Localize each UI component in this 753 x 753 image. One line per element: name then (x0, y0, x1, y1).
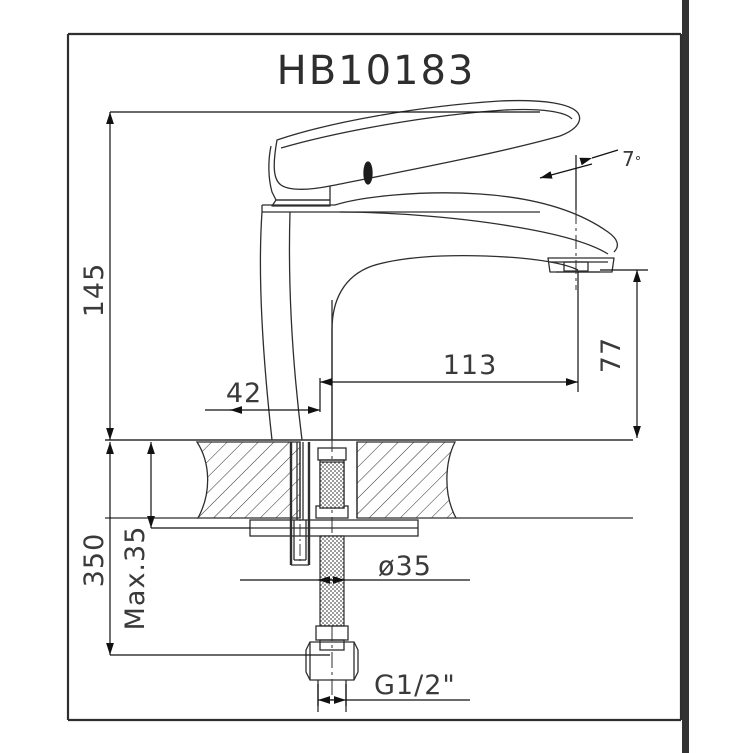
counter-slab-left (195, 441, 301, 519)
page-title: HB10183 (277, 48, 476, 94)
lever-handle (273, 99, 581, 190)
dimension-label-77: 77 (596, 337, 627, 373)
dimension-label-angle: 7° (622, 147, 641, 171)
dimension-spout-height (600, 269, 648, 438)
mounting-hardware (249, 442, 419, 712)
dimension-inlet-thread (317, 684, 470, 706)
dimension-hose-length (106, 442, 330, 656)
braided-hose (319, 461, 345, 627)
dimension-label-diameter35: ø35 (378, 551, 432, 582)
dimension-spout-reach (319, 272, 579, 412)
dimension-label-145: 145 (79, 263, 110, 318)
stud-bolt (289, 442, 311, 566)
hose-ferrule (315, 625, 349, 651)
dimension-label-g12: G1/2" (374, 670, 456, 701)
dimension-label-max35: Max.35 (120, 526, 151, 631)
handle-base (268, 145, 373, 207)
right-edge-bar (682, 0, 689, 753)
dimension-spout-angle (539, 149, 619, 210)
faucet-assembly (259, 99, 619, 700)
hex-nut (305, 641, 359, 681)
dimension-label-350: 350 (79, 533, 110, 588)
counter-top-section (105, 439, 633, 519)
dimension-max-counter (147, 442, 250, 529)
dimension-overall-height (106, 111, 540, 440)
dimension-label-113: 113 (443, 350, 498, 381)
drawing-border (66, 32, 683, 722)
counter-slab-right (356, 441, 458, 519)
dimension-label-42: 42 (226, 378, 262, 409)
